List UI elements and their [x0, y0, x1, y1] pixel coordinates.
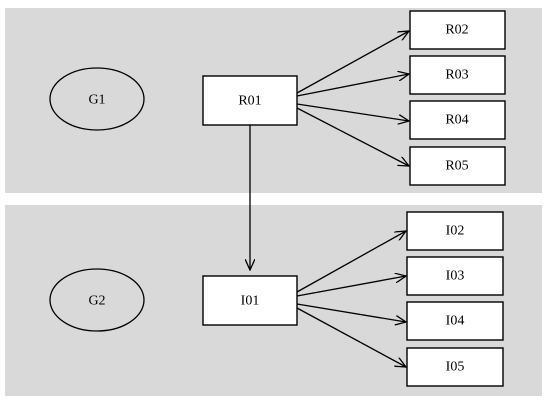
node-label-r03: R03 [445, 68, 468, 83]
edge-r01-r02 [296, 31, 409, 94]
node-r05: R05 [409, 146, 506, 186]
node-i01: I01 [202, 275, 298, 326]
node-r04: R04 [409, 100, 506, 140]
node-box-i03 [406, 256, 504, 296]
edge-r01-r04 [296, 103, 409, 121]
node-box-r01 [202, 75, 298, 126]
node-label-r05: R05 [445, 159, 468, 174]
edge-r01-r05 [296, 107, 409, 166]
group-ellipse-g1 [49, 67, 145, 131]
node-label-i03: I03 [446, 269, 465, 284]
node-box-i05 [406, 347, 504, 387]
edge-i01-i03 [296, 276, 406, 297]
node-i02: I02 [406, 211, 504, 251]
group-node-g2: G2 [49, 268, 145, 332]
node-label-i01: I01 [241, 294, 260, 309]
node-r02: R02 [409, 10, 506, 50]
edge-r01-r03 [296, 74, 409, 97]
node-label-r01: R01 [238, 94, 261, 109]
node-i05: I05 [406, 347, 504, 387]
node-label-i04: I04 [446, 314, 465, 329]
node-i04: I04 [406, 301, 504, 341]
node-r03: R03 [409, 55, 506, 95]
node-label-i02: I02 [446, 224, 465, 239]
group-label-g1: G1 [88, 93, 105, 108]
group-node-g1: G1 [49, 67, 145, 131]
node-r01: R01 [202, 75, 298, 126]
group-label-g2: G2 [88, 294, 105, 309]
node-label-i05: I05 [446, 360, 465, 375]
node-box-i01 [202, 275, 298, 326]
node-label-r04: R04 [445, 113, 468, 128]
node-box-r02 [409, 10, 506, 50]
edge-i01-i02 [296, 231, 406, 293]
node-box-i02 [406, 211, 504, 251]
node-i03: I03 [406, 256, 504, 296]
group-ellipse-g2 [49, 268, 145, 332]
node-box-i04 [406, 301, 504, 341]
node-box-r04 [409, 100, 506, 140]
edge-i01-i05 [296, 307, 406, 367]
node-label-r02: R02 [445, 23, 468, 38]
node-box-r03 [409, 55, 506, 95]
edge-i01-i04 [296, 303, 406, 322]
node-box-r05 [409, 146, 506, 186]
